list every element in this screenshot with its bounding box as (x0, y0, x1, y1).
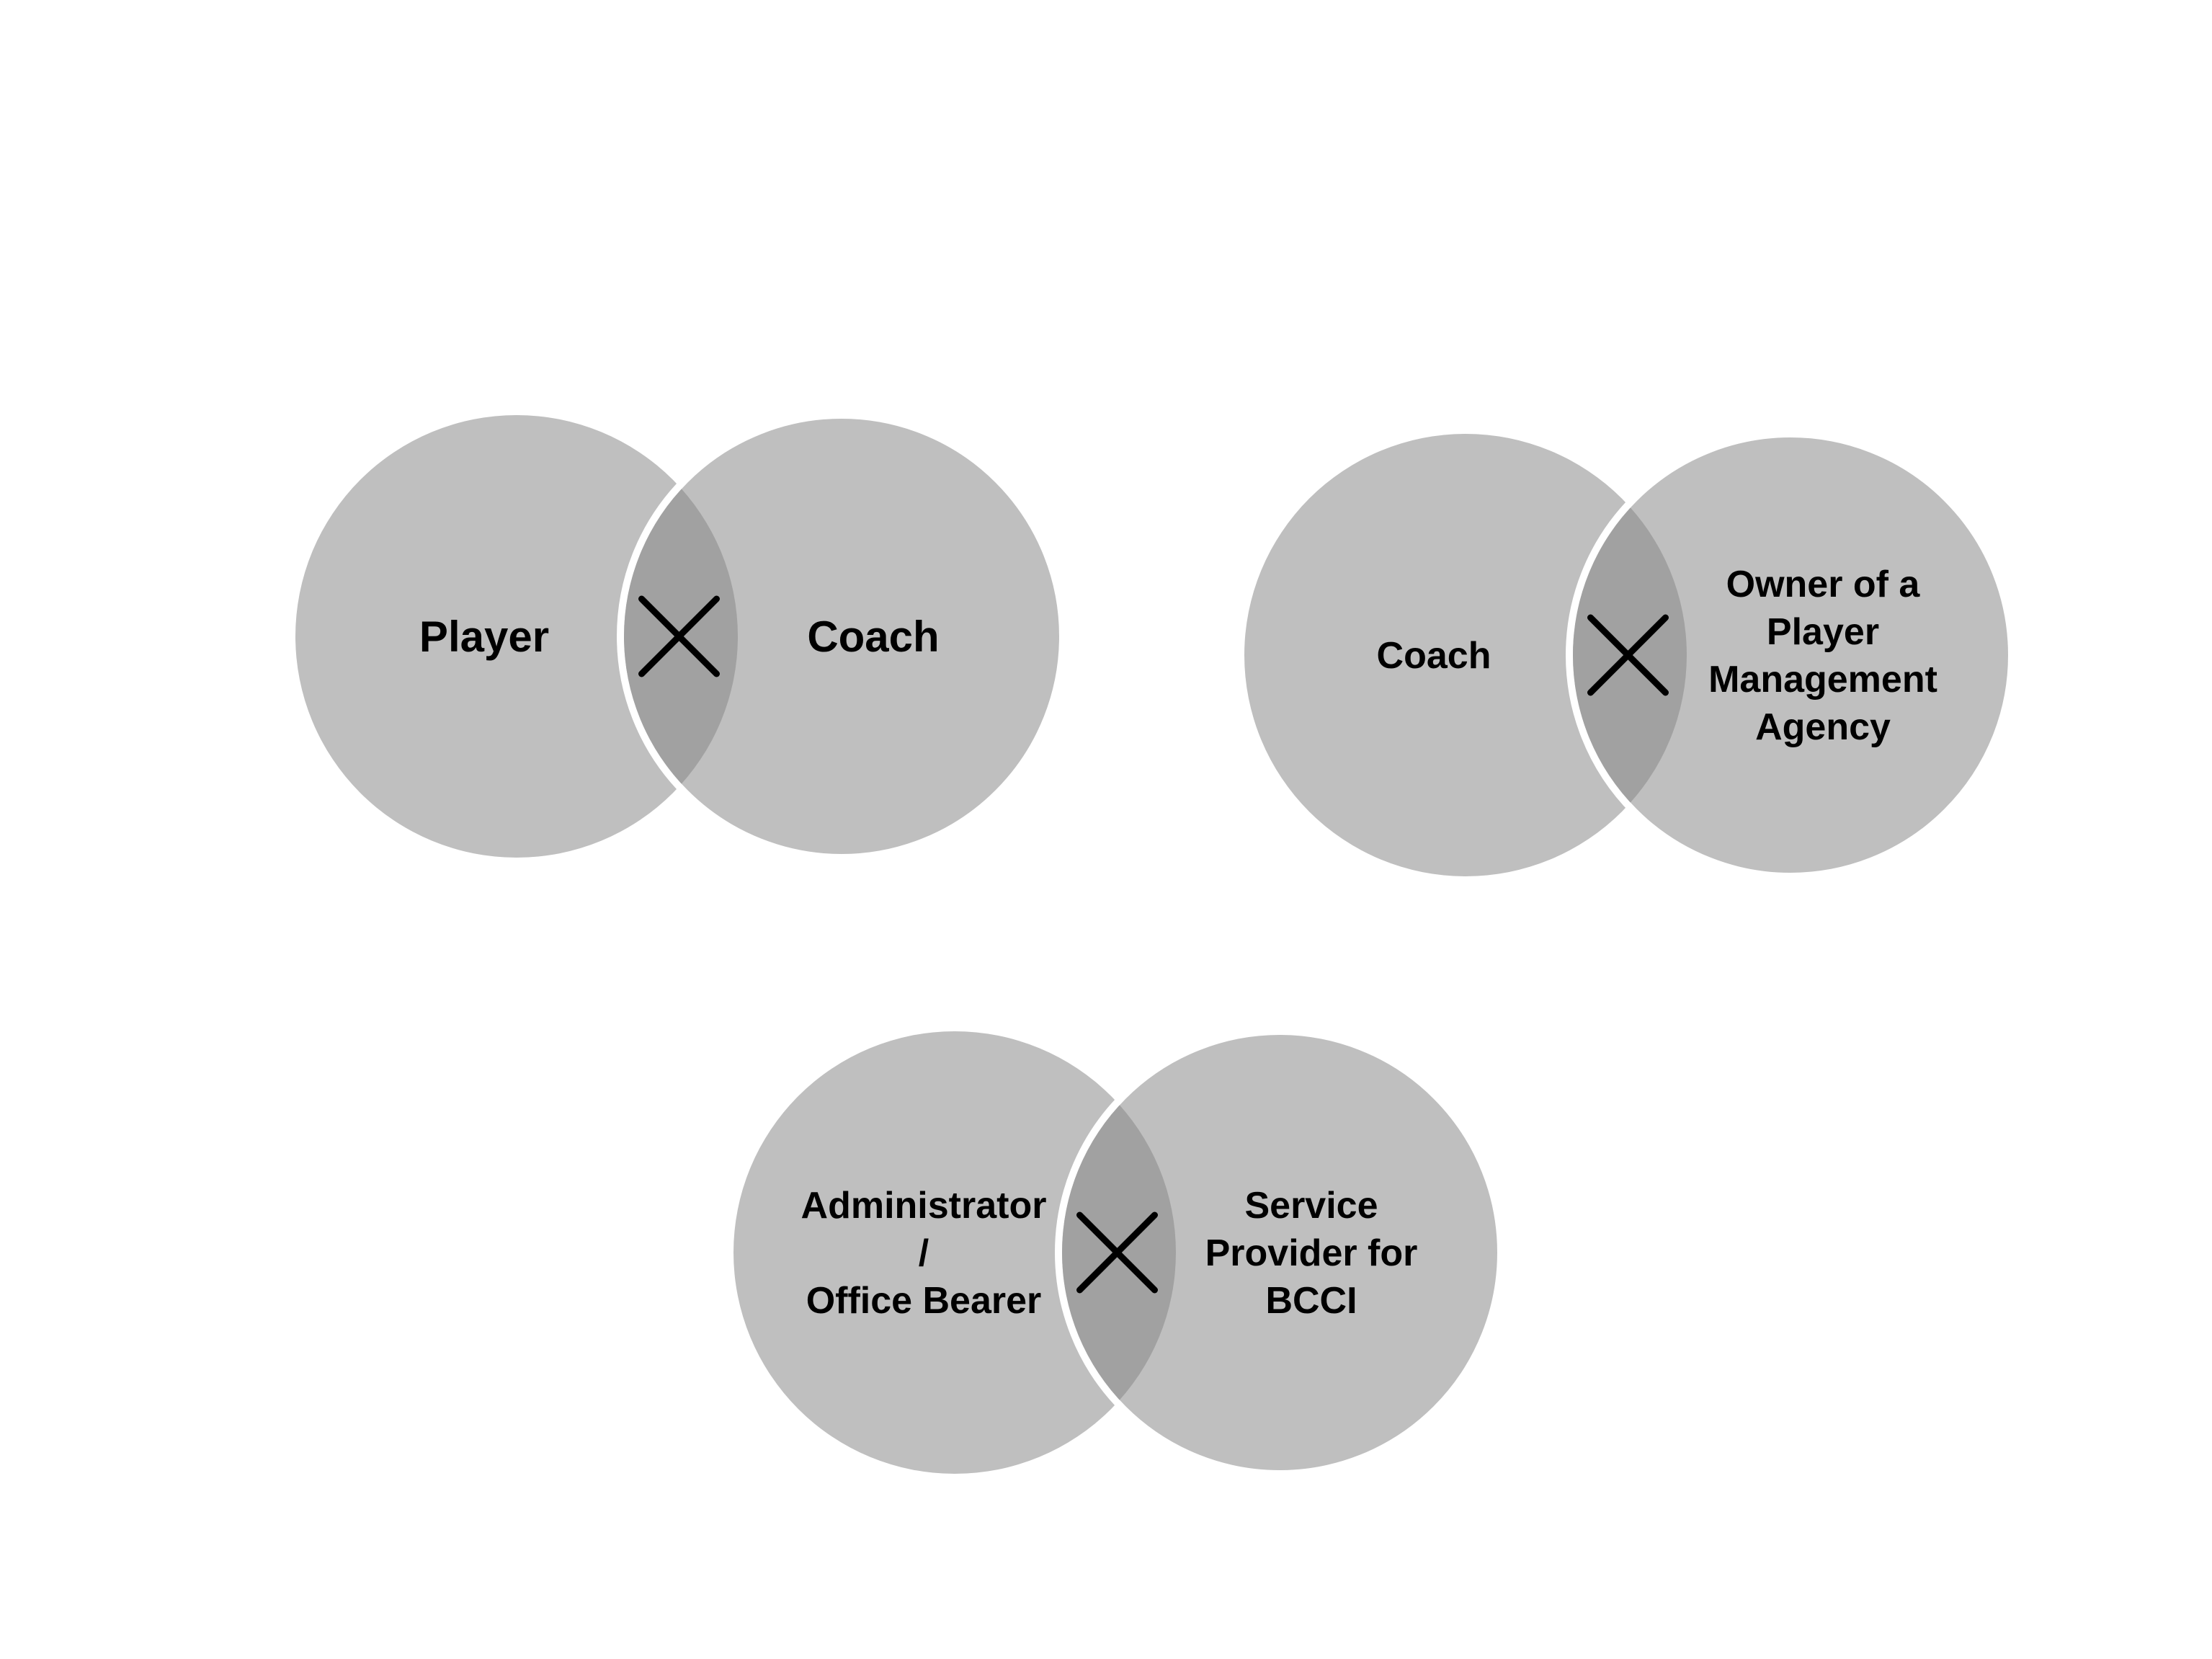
right-label-line: Owner of a (1726, 564, 1921, 605)
right-label-line: Management (1708, 659, 1937, 700)
cross-icon (1587, 614, 1669, 696)
cross-icon (1076, 1211, 1158, 1294)
left-circle (733, 1031, 1176, 1474)
left-label-line: Office Bearer (806, 1280, 1042, 1322)
right-label-line: Provider for (1205, 1232, 1418, 1274)
right-label-line: BCCI (1265, 1280, 1357, 1322)
left-label-line: Administrator (801, 1185, 1047, 1227)
left-circle (1244, 434, 1687, 876)
right-label-line: Agency (1755, 706, 1891, 748)
left-label: Coach (1377, 635, 1491, 677)
left-circle (295, 415, 738, 858)
right-circle (617, 412, 1066, 861)
left-label: Player (419, 613, 549, 661)
right-circle (1055, 1028, 1504, 1477)
left-label-line: Player (419, 613, 549, 661)
cross-icon (638, 595, 720, 677)
venn-diagram-1: Player Coach (295, 412, 1066, 861)
left-label: Administrator / Office Bearer (801, 1185, 1047, 1322)
right-label-line: Coach (807, 613, 939, 661)
right-circle (1566, 430, 2015, 880)
left-label-line: Coach (1377, 635, 1491, 677)
right-label-line: Service (1244, 1185, 1378, 1227)
right-label: Coach (807, 613, 939, 661)
left-label-line: / (919, 1232, 929, 1274)
right-label-line: Player (1767, 611, 1879, 653)
